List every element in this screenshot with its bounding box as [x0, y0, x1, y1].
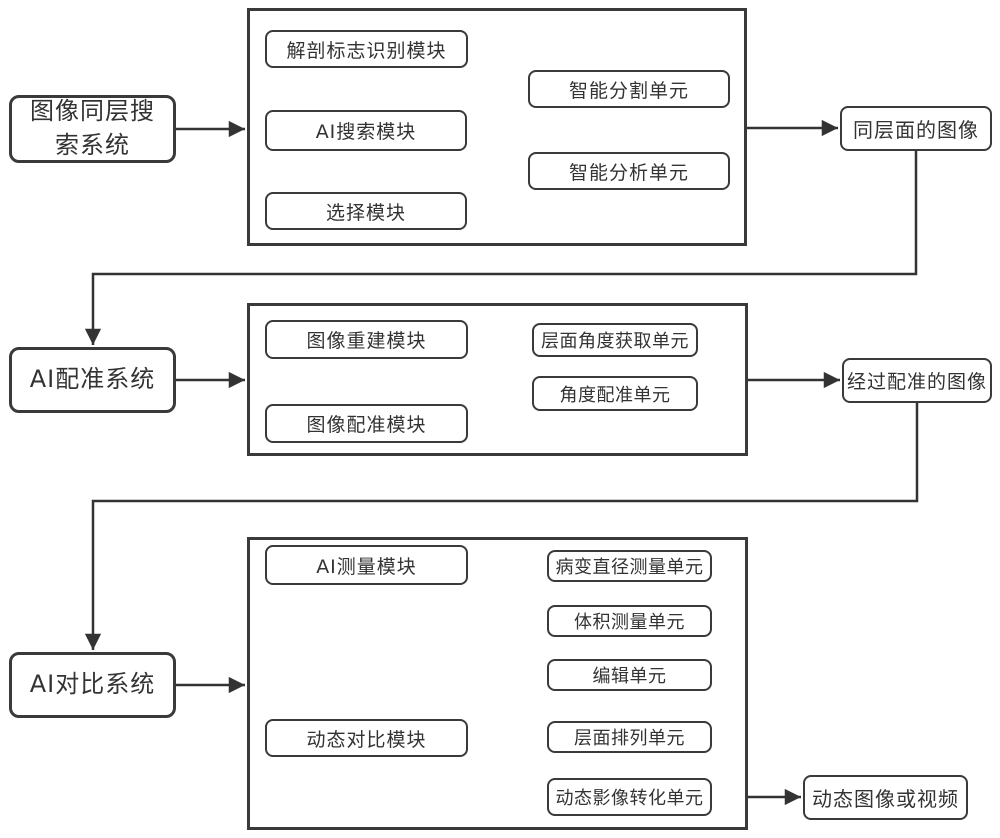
node-registered-images: 经过配准的图像 — [842, 358, 992, 403]
node-ai-registration-system: AI配准系统 — [9, 347, 176, 413]
node-layer-arrangement-unit: 层面排列单元 — [547, 721, 712, 753]
node-selection-module: 选择模块 — [265, 192, 467, 230]
node-intelligent-segmentation-unit: 智能分割单元 — [528, 70, 730, 108]
node-image-same-layer-search-system: 图像同层搜索系统 — [9, 95, 176, 163]
node-angle-registration-unit: 角度配准单元 — [532, 376, 698, 411]
node-editing-unit: 编辑单元 — [547, 659, 712, 691]
node-ai-measurement-module: AI测量模块 — [265, 545, 468, 585]
node-image-registration-module: 图像配准模块 — [265, 404, 468, 443]
node-intelligent-analysis-unit: 智能分析单元 — [528, 152, 730, 190]
node-ai-comparison-system: AI对比系统 — [9, 652, 176, 718]
node-image-reconstruction-module: 图像重建模块 — [265, 320, 468, 359]
node-dynamic-comparison-module: 动态对比模块 — [265, 719, 468, 757]
node-lesion-diameter-measurement-unit: 病变直径测量单元 — [547, 550, 712, 582]
node-ai-search-module: AI搜索模块 — [265, 110, 467, 151]
node-layer-angle-acquisition-unit: 层面角度获取单元 — [532, 323, 698, 357]
node-dynamic-image-conversion-unit: 动态影像转化单元 — [547, 778, 712, 816]
node-same-layer-images: 同层面的图像 — [840, 106, 992, 151]
node-dynamic-image-or-video: 动态图像或视频 — [803, 775, 968, 820]
node-anatomical-landmark-recognition-module: 解剖标志识别模块 — [265, 30, 468, 68]
node-volume-measurement-unit: 体积测量单元 — [547, 605, 712, 637]
